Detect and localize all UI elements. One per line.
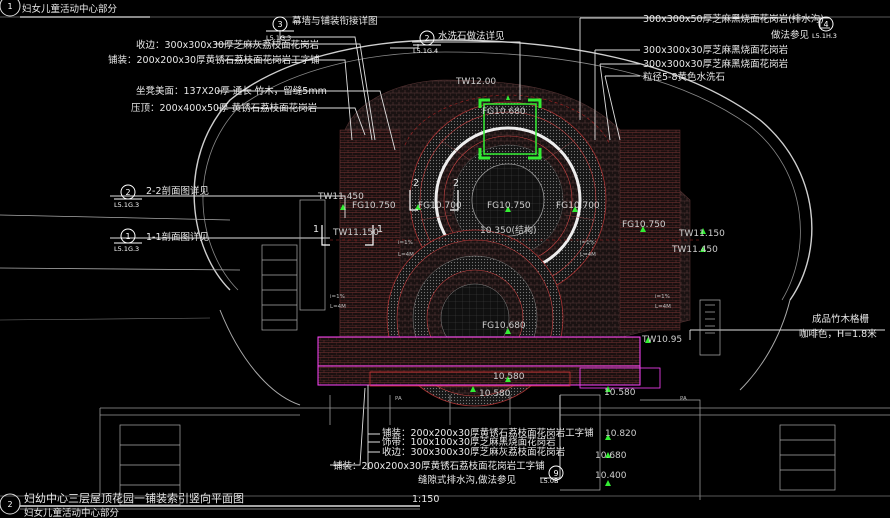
level-stair3: 10.400 [595,471,627,481]
label-pa-2: PA [680,396,687,402]
detail-ref-11-num: 1 [125,232,130,241]
detail-ref-3[interactable]: 3 幕墙与铺装衔接详图 L5.1G.3 [266,15,378,42]
detail-ref-2-section[interactable]: 2 2-2剖面图详见 L5.1G.3 [114,184,209,209]
detail-ref-3-text: 幕墙与铺装衔接详图 [292,15,378,27]
detail-ref-22-sheet: L5.1G.3 [114,201,139,209]
detail-ref-11-sheet: L5.1G.3 [114,245,139,253]
level-tw-top: TW12.00 [455,77,496,87]
level-fg-right2: FG10.750 [622,220,666,230]
note-far-right-1: 成品竹木格栅 [812,313,870,325]
level-fg-center: FG10.750 [487,201,531,211]
note-right-1: 300x300x50厚芝麻黑烧面花岗岩(排水沟) [643,13,824,25]
slope-label-1: i=1% [398,240,413,246]
detail-ref-9-text: 缝隙式排水沟,做法参见 [418,474,516,486]
detail-ref-3-num: 3 [277,20,282,29]
detail-ref-4-text: 做法参见 [771,29,809,41]
note-bottom-4: 铺装：200x200x30厚黄锈石荔枝面花岗岩工字铺 [333,460,545,472]
detail-ref-9[interactable]: 9 缝隙式排水沟,做法参见 L5.0B [418,465,564,486]
footer-bubble: 2 [7,500,12,509]
level-structure: 10.350(结构) [480,224,537,236]
footer-sub-label: 妇女儿童活动中心部分 [24,507,120,518]
note-right-3: 300x300x30厚芝麻黑烧面花岗岩 [643,58,788,70]
section-mark-1b: 1 [377,224,383,235]
bottom-band [317,336,661,389]
header-label: 妇女儿童活动中心部分 [22,3,118,15]
detail-ref-2-text: 水洗石做法详见 [438,30,505,42]
detail-ref-4-sheet: L5.1H.3 [812,32,837,40]
level-arrows [340,95,706,486]
level-fg-bottom: FG10.680 [482,321,526,331]
level-tw-left2: TW11.150 [332,228,379,238]
level-bottom-right: 10.580 [604,388,636,398]
note-bottom-1: 铺装：200x200x30厚黄锈石荔枝面花岗岩工字铺 [382,427,594,439]
left-structures [119,199,326,506]
detail-ref-2-num: 2 [424,34,429,43]
level-stair2: 10.680 [595,451,627,461]
footer-title: 妇幼中心三层屋顶花园一铺装索引竖向平面图 [24,491,244,505]
slope-label-2: L=4M [398,252,414,258]
detail-ref-22-num: 2 [125,188,130,197]
detail-ref-9-num: 9 [553,469,558,478]
detail-ref-2-top[interactable]: 2 水洗石做法详见 L5.1G.4 [413,30,505,55]
note-right-4: 粒径5-8黄色水洗石 [643,71,725,83]
note-bottom-2: 饰带：100x100x30厚芝麻黑烧面花岗岩 [382,436,556,448]
section-mark-2a: 2 [413,178,419,189]
level-band: 10.580 [493,372,525,382]
level-tw-bottom: TW10.95 [641,335,682,345]
level-tw-left: TW11.450 [317,192,364,202]
lower-baseline [99,395,890,495]
note-left-4: 压顶：200x400x50厚 黄锈石荔枝面花岗岩 [131,102,317,114]
detail-ref-1-section[interactable]: 1 1-1剖面图详见 L5.1G.3 [114,228,209,253]
detail-ref-2-sheet: L5.1G.4 [413,47,438,55]
level-fg-left1: FG10.750 [352,201,396,211]
detail-ref-3-sheet: L5.1G.3 [266,34,291,42]
footer-frame [0,493,890,515]
slope-label-4: L=4M [580,252,596,258]
level-stair1: 10.820 [605,429,637,439]
level-fg-left2: FG10.700 [418,201,462,211]
note-right-2: 300x300x30厚芝麻黑烧面花岗岩 [643,44,788,56]
footer-scale: 1:150 [412,494,439,505]
slope-label-6: L=4M [330,304,346,310]
slope-label-8: L=4M [655,304,671,310]
level-fg-top: FG10.680 [482,107,526,117]
label-pa-1: PA [395,396,402,402]
slope-label-7: i=1% [655,294,670,300]
level-fg-right: FG10.700 [556,201,600,211]
building-outline [0,39,813,406]
right-structures [560,299,836,500]
note-left-3: 坐凳美面：137X20厚 通长 竹木，留缝5mm [136,85,327,97]
detail-ref-4-num: 4 [823,20,828,29]
detail-ref-22-text: 2-2剖面图详见 [146,185,209,197]
header-bubble: 1 [7,2,12,11]
water-wash-stone-focus-box [478,98,542,160]
level-bottom-left: 10.580 [479,389,511,399]
section-markers [321,190,459,246]
section-mark-2b: 2 [453,178,459,189]
note-left-1: 收边：300x300x30厚芝麻灰荔枝面花岗岩 [136,39,319,51]
radial-lines [419,139,596,221]
note-far-right-2: 咖啡色，H=1.8米 [799,328,877,340]
detail-ref-9-sheet: L5.0B [540,477,558,485]
slope-label-3: i=1% [580,240,595,246]
note-bottom-3: 收边：300x300x30厚芝麻灰荔枝面花岗岩 [382,446,565,458]
detail-ref-4[interactable]: 4 做法参见 L5.1H.3 [771,16,837,41]
note-left-2: 铺装：200x200x30厚黄锈石荔枝面花岗岩工字铺 [108,54,320,66]
section-mark-1a: 1 [313,224,319,235]
level-tw-right2: TW11.450 [671,245,718,255]
header-frame [0,0,890,18]
slope-label-5: i=1% [330,294,345,300]
level-tw-right1: TW11.150 [678,229,725,239]
detail-ref-11-text: 1-1剖面图详见 [146,231,209,243]
